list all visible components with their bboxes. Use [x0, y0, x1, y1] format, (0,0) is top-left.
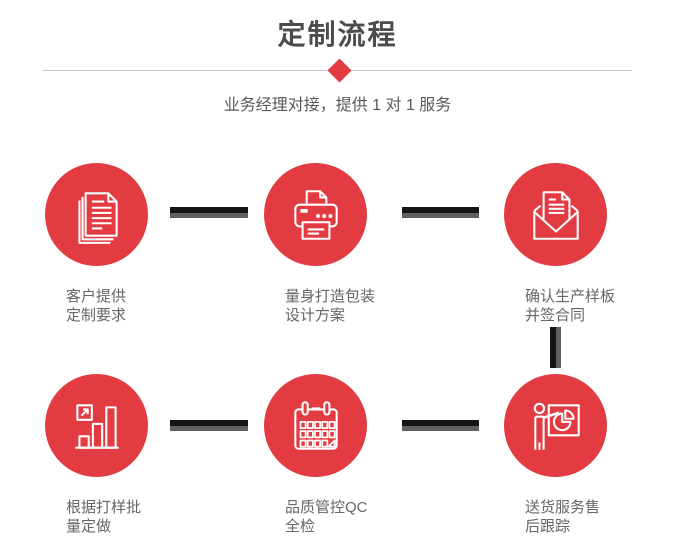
connector-step1-step2	[170, 207, 248, 218]
diamond-icon	[327, 58, 352, 83]
process-step-4: 根据打样批 量定做	[45, 374, 148, 536]
page-title: 定制流程	[277, 19, 398, 50]
step-label-line: 确认生产样板	[525, 288, 616, 305]
step-label-line: 品质管控QC	[285, 499, 368, 516]
connector-step2-step3	[402, 207, 479, 218]
connector-step5-step6	[402, 420, 479, 431]
step-label-line: 量身打造包装	[285, 288, 376, 305]
documents-stack-icon	[77, 191, 118, 244]
step-label: 确认生产样板 并签合同	[525, 287, 616, 325]
open-envelope-letter-icon	[532, 190, 579, 240]
step-label-line: 客户提供	[66, 288, 127, 305]
printer-icon	[293, 189, 338, 240]
step-label: 客户提供 定制要求	[66, 287, 148, 325]
connector-step3-step6	[550, 327, 561, 368]
step-circle	[504, 374, 607, 477]
step-label-line: 量定做	[66, 518, 112, 535]
process-step-2: 量身打造包装 设计方案	[264, 163, 376, 325]
step-circle	[264, 374, 367, 477]
step-label: 送货服务售 后跟踪	[525, 498, 607, 536]
process-step-3: 确认生产样板 并签合同	[504, 163, 616, 325]
process-step-1: 客户提供 定制要求	[45, 163, 148, 325]
calendar-icon	[293, 400, 338, 450]
step-label: 量身打造包装 设计方案	[285, 287, 376, 325]
step-label-line: 后跟踪	[525, 518, 571, 535]
step-label-line: 全检	[285, 518, 316, 535]
presenter-pie-board-icon	[533, 402, 580, 450]
step-label-line: 定制要求	[66, 307, 127, 324]
step-label-line: 根据打样批	[66, 499, 142, 516]
subtitle: 业务经理对接，提供 1 对 1 服务	[223, 97, 452, 114]
step-label-line: 设计方案	[285, 307, 346, 324]
step-circle	[264, 163, 367, 266]
step-label: 品质管控QC 全检	[285, 498, 368, 536]
connector-step4-step5	[170, 420, 248, 431]
step-circle	[45, 374, 148, 477]
step-label-line: 并签合同	[525, 307, 586, 324]
step-label-line: 送货服务售	[525, 499, 601, 516]
step-circle	[45, 163, 148, 266]
process-step-5: 品质管控QC 全检	[264, 374, 368, 536]
process-step-6: 送货服务售 后跟踪	[504, 374, 607, 536]
growth-bar-chart-icon	[74, 403, 119, 449]
step-circle	[504, 163, 607, 266]
step-label: 根据打样批 量定做	[66, 498, 148, 536]
